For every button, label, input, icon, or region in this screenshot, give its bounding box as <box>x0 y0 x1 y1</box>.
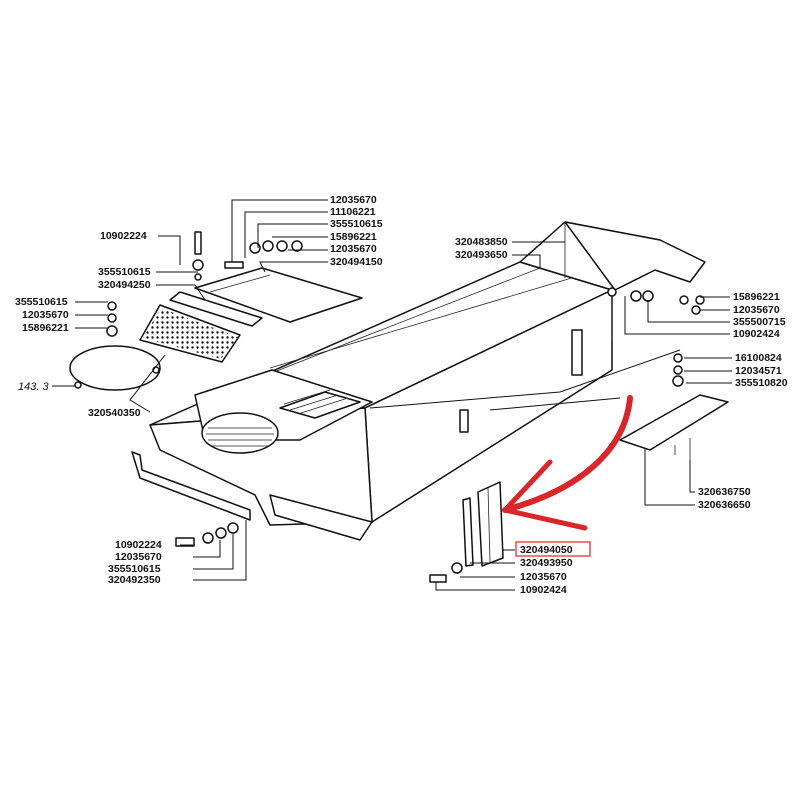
label-top-left-5: 12035670 <box>330 243 377 255</box>
label-bottom-left-2: 12035670 <box>115 551 162 563</box>
label-left-4: 12035670 <box>22 309 69 321</box>
highlight-box <box>515 541 591 557</box>
label-top-right-2: 320493650 <box>455 249 508 261</box>
red-highlight-arrow <box>502 395 633 531</box>
label-right-lower-2: 320636650 <box>698 499 751 511</box>
perforated-grille <box>139 291 263 363</box>
label-right-mid-2: 12034571 <box>735 365 782 377</box>
right-lower-bracket <box>619 394 729 460</box>
label-bottom-left-3: 355510615 <box>108 563 161 575</box>
hardware-items <box>106 231 705 583</box>
part-number-labels: 12035670 11106221 355510615 15896221 120… <box>15 194 788 596</box>
label-right-upper-4: 10902424 <box>733 328 780 340</box>
clamp-ring <box>69 345 161 391</box>
label-left-5: 15896221 <box>22 322 69 334</box>
label-left-1: 355510615 <box>98 266 151 278</box>
label-bottom-center-4: 10902424 <box>520 584 567 596</box>
label-right-upper-3: 355500715 <box>733 316 786 328</box>
label-clamp-ref: 143. 3 <box>18 381 49 393</box>
label-bottom-left-4: 320492350 <box>108 574 161 586</box>
label-right-mid-1: 16100824 <box>735 352 782 364</box>
label-bottom-center-3: 12035670 <box>520 571 567 583</box>
label-left-3: 355510615 <box>15 296 68 308</box>
top-cover-plate <box>194 267 363 323</box>
bottom-left-bracket <box>131 451 251 521</box>
leader-lines <box>52 199 732 591</box>
upper-duct-extension <box>519 221 706 342</box>
highlighted-rail-part <box>462 481 504 567</box>
label-right-upper-1: 15896221 <box>733 291 780 303</box>
label-right-lower-1: 320636750 <box>698 486 751 498</box>
label-right-mid-3: 355510820 <box>735 377 788 389</box>
label-top-left-2: 11106221 <box>330 206 376 218</box>
label-top-left-6: 320494150 <box>330 256 383 268</box>
label-bolt-top-left: 10902224 <box>100 230 147 242</box>
label-bottom-center-2: 320493950 <box>520 557 573 569</box>
label-right-upper-2: 12035670 <box>733 304 780 316</box>
label-left-2: 320494250 <box>98 279 151 291</box>
label-top-right-1: 320483850 <box>455 236 508 248</box>
label-top-left-4: 15896221 <box>330 231 377 243</box>
label-top-left-1: 12035670 <box>330 194 377 206</box>
main-duct-housing <box>149 261 613 541</box>
label-highlighted-part: 320494050 <box>520 544 573 556</box>
label-top-left-3: 355510615 <box>330 218 383 230</box>
label-bottom-left-1: 10902224 <box>115 539 162 551</box>
label-clamp-part: 320540350 <box>88 407 141 419</box>
